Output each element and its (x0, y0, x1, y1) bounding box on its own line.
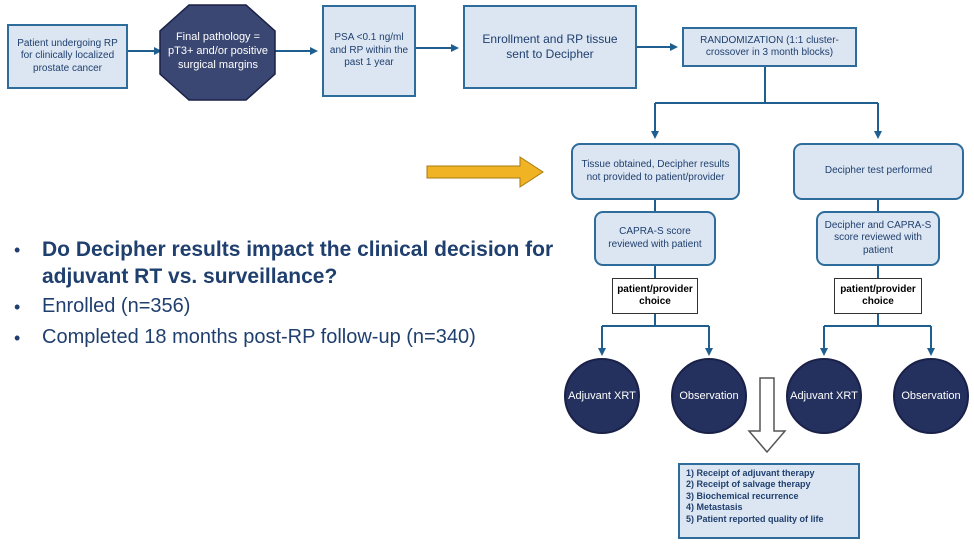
bullet-item-question: • Do Decipher results impact the clinica… (14, 236, 574, 290)
bullet-item-completed: • Completed 18 months post-RP follow-up … (14, 324, 574, 352)
bullet-marker: • (14, 240, 21, 260)
outcome-item: 4) Metastasis (686, 502, 743, 513)
enrollment-box: Enrollment and RP tissue sent to Deciphe… (463, 5, 637, 89)
arrow-choice-split-left (602, 314, 709, 327)
randomization-box: RANDOMIZATION (1:1 cluster-crossover in … (682, 27, 857, 67)
outcome-item: 1) Receipt of adjuvant therapy (686, 468, 815, 478)
choice-box-left: patient/provider choice (612, 278, 698, 314)
choice-box-right: patient/provider choice (834, 278, 922, 314)
bullet-item-enrolled: • Enrolled (n=356) (14, 293, 574, 321)
pathology-octagon (159, 4, 276, 101)
outcomes-arrow (747, 377, 787, 454)
capra-box-right: Decipher and CAPRA-S score reviewed with… (816, 211, 940, 266)
bullet-text: Enrolled (n=356) (42, 295, 191, 317)
observation-node-right: Observation (893, 358, 969, 434)
pathology-label: Final pathology = pT3+ and/or positive s… (168, 31, 268, 71)
capra-box-left: CAPRA-S score reviewed with patient (594, 211, 716, 266)
bullet-text: Completed 18 months post-RP follow-up (n… (42, 326, 476, 348)
psa-box: PSA <0.1 ng/ml and RP within the past 1 … (322, 5, 416, 97)
patient-box: Patient undergoing RP for clinically loc… (7, 24, 128, 89)
arrow-randomization-split (655, 67, 878, 104)
observation-node-left: Observation (671, 358, 747, 434)
decipher-test-box: Decipher test performed (793, 143, 964, 200)
bullet-marker: • (14, 297, 21, 317)
outcomes-box: 1) Receipt of adjuvant therapy 2) Receip… (678, 463, 860, 539)
arrow-choice-split-right (824, 314, 931, 327)
adjuvant-xrt-node-right: Adjuvant XRT (786, 358, 862, 434)
bullet-text: Do Decipher results impact the clinical … (42, 238, 554, 288)
outcome-item: 3) Biochemical recurrence (686, 490, 799, 501)
highlight-arrow (426, 156, 544, 188)
outcome-item: 2) Receipt of salvage therapy (686, 479, 811, 490)
adjuvant-xrt-node-left: Adjuvant XRT (564, 358, 640, 434)
tissue-obtained-box: Tissue obtained, Decipher results not pr… (571, 143, 740, 200)
bullet-marker: • (14, 328, 21, 348)
bullet-list: • Do Decipher results impact the clinica… (14, 236, 574, 352)
outcome-item: 5) Patient reported quality of life (686, 513, 824, 524)
